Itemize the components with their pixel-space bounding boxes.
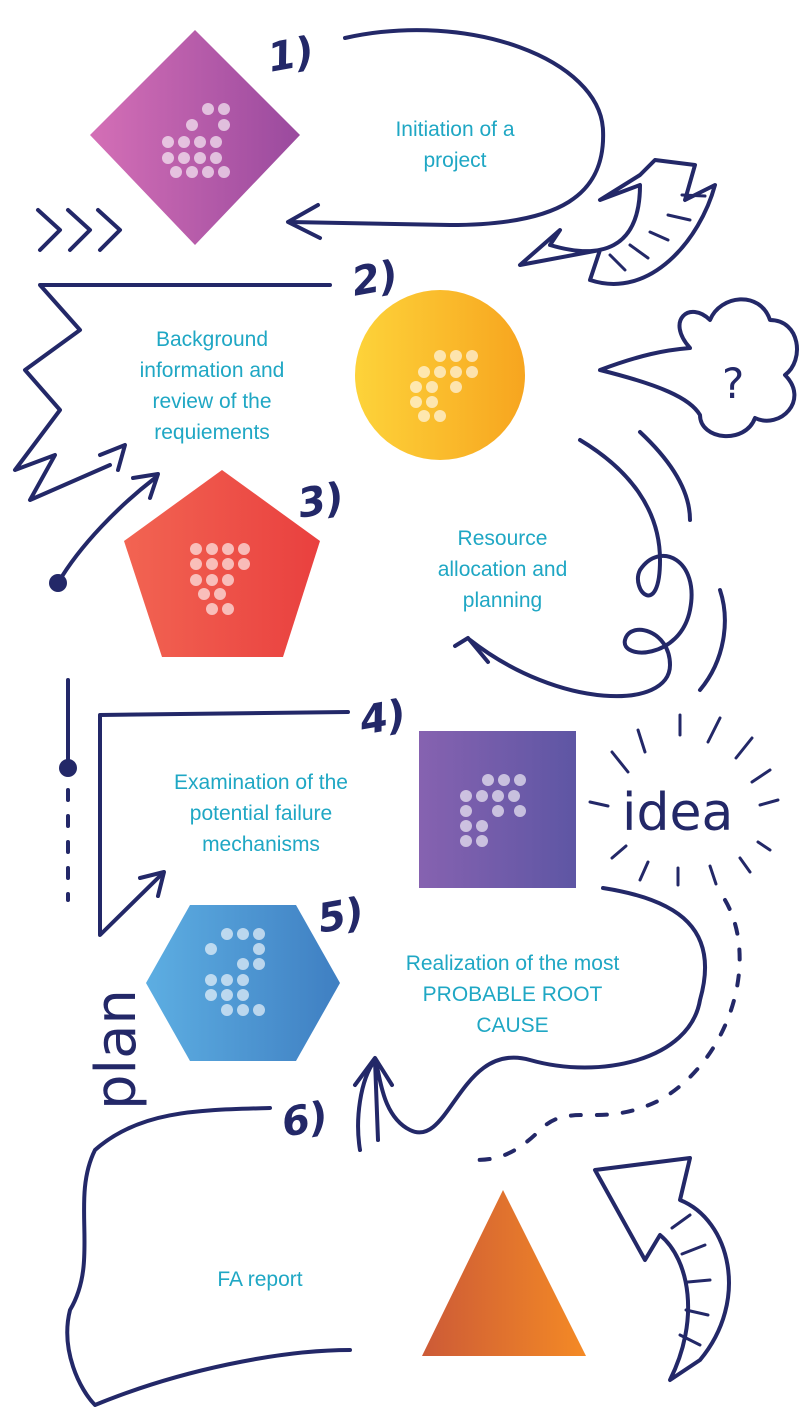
step-2-dot-icon: [410, 350, 478, 422]
idea-label: idea: [622, 783, 733, 843]
plan-bracket: plan: [59, 678, 350, 1110]
step-4-dot-icon: [460, 774, 526, 847]
step-1-label: Initiation of a project: [395, 118, 515, 172]
step-4-square: [419, 731, 576, 888]
step-3-number: 3): [294, 474, 348, 528]
report-frame: [65, 1106, 352, 1407]
step-2-circle: [355, 290, 525, 460]
step-2-label: Background information and review of the…: [139, 328, 285, 444]
step-5-hexagon: [146, 905, 340, 1061]
step-1-number: 1): [264, 28, 318, 82]
question-cloud: ?: [598, 297, 799, 438]
step-5-label: Realization of the most PROBABLE ROOT CA…: [405, 952, 620, 1037]
step-5-dot-icon: [205, 928, 265, 1016]
step-4-label: Examination of the potential failure mec…: [174, 771, 348, 856]
step-3-pentagon: [124, 470, 320, 657]
step-6-label: FA report: [217, 1268, 303, 1291]
question-mark: ?: [722, 359, 744, 408]
idea-burst: idea: [588, 713, 780, 887]
hatched-arrow-top: [518, 158, 717, 286]
step-6-triangle: [422, 1190, 586, 1356]
step-2-number: 2): [348, 252, 402, 306]
plan-label: plan: [84, 989, 149, 1110]
step-1-dot-icon: [162, 103, 230, 178]
wavy-connector: [353, 886, 742, 1162]
swirl-lines: [453, 430, 727, 699]
hatched-arrow-bottom: [593, 1156, 731, 1382]
step-3-dot-icon: [190, 543, 250, 615]
step-2-arrow: [49, 472, 160, 592]
step-6-number: 6): [278, 1093, 332, 1147]
step-5-number: 5): [314, 889, 368, 943]
step-1-diamond: [90, 30, 300, 245]
step-3-label: Resource allocation and planning: [437, 527, 568, 612]
step-4-number: 4): [356, 691, 410, 745]
step-1-loop-arrow: [286, 28, 606, 240]
chevrons-doodle: [36, 208, 122, 252]
zigzag-frame: [13, 283, 332, 502]
